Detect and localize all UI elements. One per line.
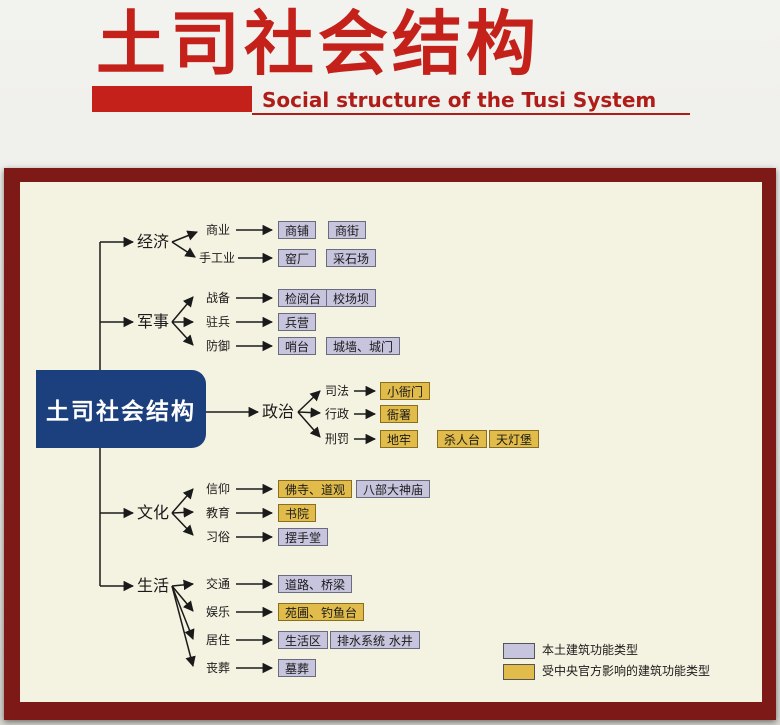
item-market-street: 商街	[328, 221, 367, 239]
culture-to-custom	[171, 512, 194, 536]
life-to-funeral	[171, 585, 196, 668]
politics-to-admin	[297, 407, 322, 418]
sub-housing: 居住	[206, 633, 231, 647]
branch-life: 生活	[137, 576, 170, 595]
header: 土司社会结构 Social structure of the Tusi Syst…	[0, 0, 780, 165]
culture-to-belief	[171, 488, 194, 514]
sub-leisure: 娱乐	[206, 605, 231, 619]
title-accent-bar	[92, 86, 252, 112]
economy-to-commerce	[171, 230, 198, 243]
item-barracks: 兵营	[278, 313, 317, 331]
item-drainage-wells: 排水系统 水井	[330, 631, 420, 649]
military-to-defense	[171, 321, 194, 346]
sub-garrison: 驻兵	[206, 315, 231, 329]
item-sky-lantern-fort: 天灯堡	[489, 430, 540, 448]
life-to-leisure	[171, 585, 194, 612]
life-to-traffic	[171, 579, 195, 591]
sub-penalty: 刑罚	[325, 432, 350, 446]
sub-education: 教育	[206, 506, 231, 520]
sub-custom: 习俗	[206, 530, 231, 544]
title-english: Social structure of the Tusi System	[262, 88, 657, 112]
item-shops: 商铺	[278, 221, 317, 239]
item-temples: 佛寺、道观	[278, 480, 353, 498]
item-drill-ground: 校场坝	[326, 289, 377, 307]
politics-to-penalty	[297, 411, 321, 438]
item-tombs: 墓葬	[278, 659, 317, 677]
life-to-housing	[171, 585, 195, 640]
branch-military: 军事	[137, 312, 170, 331]
culture-to-education	[171, 507, 195, 518]
military-to-readiness	[171, 296, 194, 323]
sub-judicial: 司法	[325, 384, 350, 398]
item-dungeon: 地牢	[380, 430, 419, 448]
legend-central-swatch	[503, 664, 535, 680]
sub-belief: 信仰	[206, 482, 231, 496]
item-execution-platform: 杀人台	[437, 430, 488, 448]
sub-commerce: 商业	[206, 223, 231, 237]
sub-funeral: 丧葬	[206, 661, 231, 675]
economy-to-craft	[171, 241, 196, 258]
item-babu-shrine: 八部大神庙	[356, 480, 431, 498]
item-watchtower: 哨台	[278, 337, 317, 355]
item-kiln: 窑厂	[278, 249, 317, 267]
politics-to-judicial	[297, 390, 321, 413]
sub-defense: 防御	[206, 339, 231, 353]
item-roads-bridges: 道路、桥梁	[278, 575, 353, 593]
item-walls-gates: 城墙、城门	[326, 337, 401, 355]
item-gardens-fishing: 苑圃、钓鱼台	[278, 603, 365, 621]
sub-traffic: 交通	[206, 577, 231, 591]
item-small-yamen: 小衙门	[380, 382, 431, 400]
sub-admin: 行政	[325, 407, 350, 421]
branch-economy: 经济	[137, 232, 170, 251]
sub-craft: 手工业	[199, 251, 236, 265]
title-chinese: 土司社会结构	[96, 3, 540, 85]
item-hand-waving-hall: 摆手堂	[278, 528, 329, 546]
title-underline	[252, 113, 690, 115]
item-living-area: 生活区	[278, 631, 329, 649]
item-academy: 书院	[278, 504, 317, 522]
item-quarry: 采石场	[326, 249, 377, 267]
legend-native-label: 本土建筑功能类型	[542, 643, 639, 657]
branch-politics: 政治	[262, 402, 295, 421]
legend-central-label: 受中央官方影响的建筑功能类型	[542, 664, 711, 678]
branch-culture: 文化	[137, 503, 170, 522]
item-review-stand: 检阅台	[278, 289, 329, 307]
legend-native-swatch	[503, 643, 535, 659]
root-node: 土司社会结构	[36, 370, 206, 448]
sub-readiness: 战备	[206, 291, 231, 305]
item-government-office: 衙署	[380, 405, 419, 423]
